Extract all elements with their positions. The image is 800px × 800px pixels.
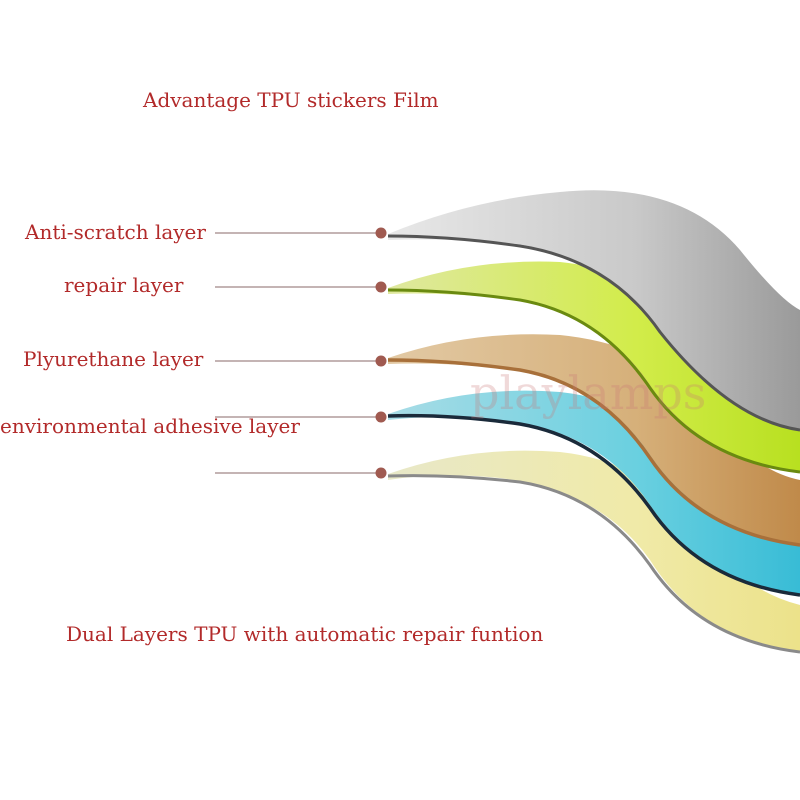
layer-1-sheet <box>387 190 800 432</box>
layer-1-label: Anti-scratch layer <box>25 220 206 244</box>
layer-4-sheet <box>387 390 800 597</box>
layer-2-sheet <box>387 261 800 474</box>
leader-dot <box>375 281 387 293</box>
layer-5-sheet <box>387 450 800 654</box>
layer-2-label: repair layer <box>64 273 184 297</box>
leader-dot <box>375 227 387 239</box>
leader-dot <box>375 355 387 367</box>
layer-4-label: environmental adhesive layer <box>0 414 300 438</box>
leader-lines <box>215 232 380 474</box>
leader-dots <box>375 227 387 479</box>
watermark-text: playlamps <box>470 366 707 420</box>
layer-3-sheet <box>387 334 800 547</box>
diagram-subtitle: Dual Layers TPU with automatic repair fu… <box>66 622 544 646</box>
diagram-title: Advantage TPU stickers Film <box>143 88 439 112</box>
layer-3-label: Plyurethane layer <box>23 347 204 371</box>
leader-dot <box>375 411 387 423</box>
leader-dot <box>375 467 387 479</box>
